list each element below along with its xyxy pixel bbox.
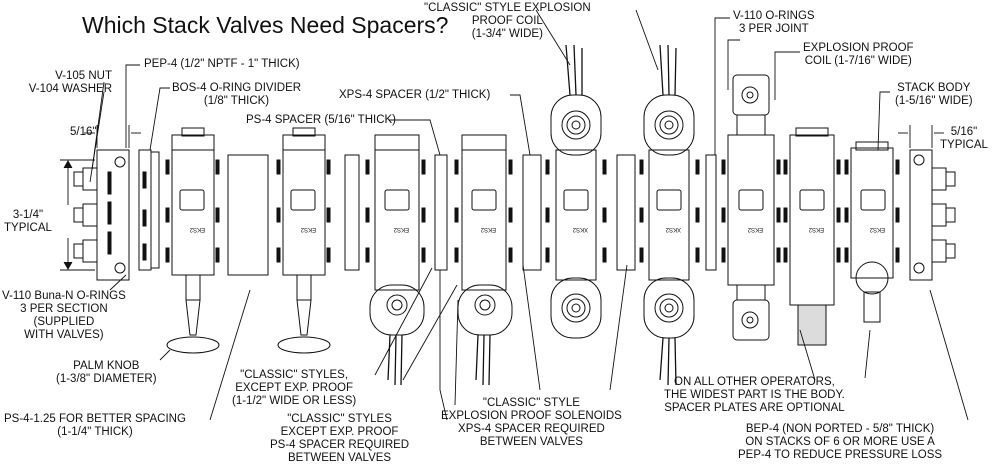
label-ps4: PS-4 SPACER (5/16" THICK) [246, 114, 397, 126]
diagram-title: Which Stack Valves Need Spacers? [82, 12, 449, 38]
label-stack-body: STACK BODY(1-5/16" WIDE) [895, 82, 973, 107]
xps4-spacer-2 [616, 154, 636, 271]
label-palm-knob: PALM KNOB(1-3/8" DIAMETER) [56, 360, 157, 385]
valve-tag: EKS2 [808, 226, 824, 232]
ps4-125-spacer [227, 154, 269, 276]
valve-tag: EKS2 [300, 226, 316, 232]
valve-classic-1 [365, 134, 426, 386]
badge-logos [179, 189, 886, 211]
label-516-right: 5/16"TYPICAL [940, 126, 988, 151]
thin-gasket [150, 151, 160, 269]
label-bep4: BEP-4 (NON PORTED - 5/8" THICK)ON STACKS… [738, 423, 943, 461]
dimension-lines [60, 125, 944, 271]
valve-tag: EKS2 [393, 226, 409, 232]
label-ps4-125: PS-4-1.25 FOR BETTER SPACING(1-1/4" THIC… [4, 413, 186, 438]
valve-tag: XKS2 [572, 226, 588, 232]
left-fittings [73, 167, 98, 263]
valve-classic-2 [454, 134, 513, 386]
leader-lines [89, 9, 969, 421]
ps4-spacer [344, 154, 360, 271]
label-314: 3-1/4"TYPICAL [4, 209, 52, 234]
valve-palm-knob-1 [165, 127, 220, 354]
label-classic-styles-1: "CLASSIC" STYLES,EXCEPT EXP. PROOF(1-1/2… [232, 369, 357, 407]
label-pep4: PEP-4 (1/2" NPTF - 1" THICK) [144, 58, 300, 70]
gasket-plate [705, 154, 717, 271]
valve-stack-body [844, 141, 900, 323]
label-bos4: BOS-4 O-RING DIVIDER(1/8" THICK) [172, 82, 302, 107]
valve-tag: EKS2 [869, 226, 885, 232]
ps4-spacer-2 [434, 154, 448, 271]
valve-tag: XKS2 [665, 226, 681, 232]
valve-body-8 [783, 127, 841, 346]
valve-exp-proof-1 [545, 44, 607, 339]
valve-tags: EKS2 EKS2 EKS2 EKS2 XKS2 XKS2 EKS2 EKS2 … [189, 226, 885, 232]
left-end-plate [73, 149, 130, 281]
xps4-spacer [522, 154, 542, 271]
valve-exp-proof-coil [721, 74, 781, 341]
label-xps4: XPS-4 SPACER (1/2" THICK) [339, 89, 491, 101]
label-other-operators: ON ALL OTHER OPERATORS,THE WIDEST PART I… [664, 376, 845, 414]
valve-palm-knob-2 [276, 127, 331, 354]
label-516-left: 5/16" [70, 126, 97, 138]
valve-tag: EKS2 [189, 226, 205, 232]
right-end-plate [909, 149, 956, 281]
valve-exp-proof-2 [639, 44, 700, 386]
valve-tag: EKS2 [747, 226, 763, 232]
valve-tag: EKS2 [480, 226, 496, 232]
